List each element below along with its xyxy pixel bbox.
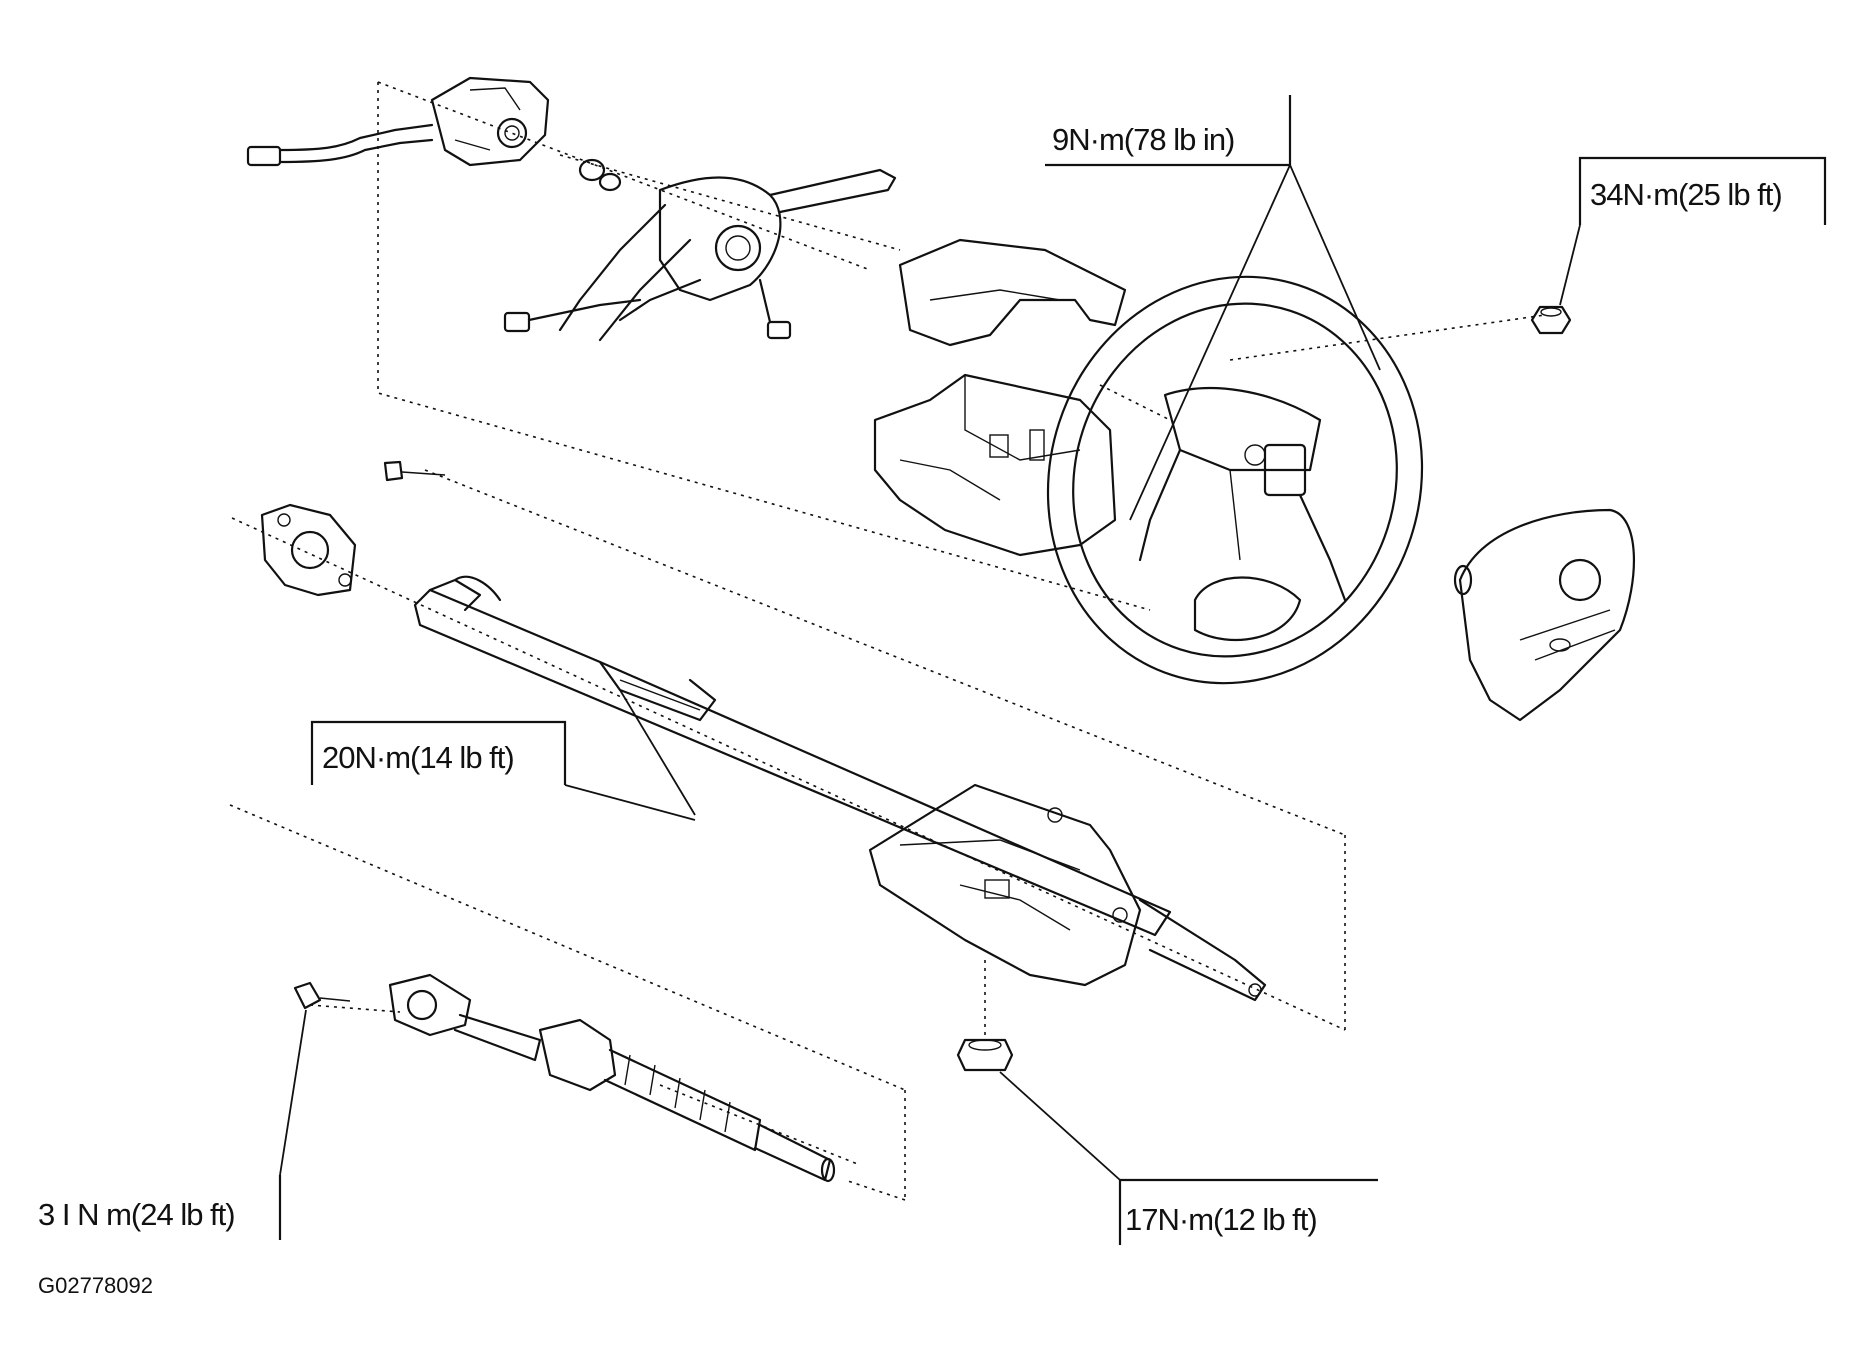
torque-label-column-bracket: 20N·m(14 lb ft) — [322, 740, 514, 775]
torque-labels: 9N·m(78 lb in) 34N·m(25 lb ft) 20N·m(14 … — [38, 122, 1783, 1298]
intermediate-shaft — [293, 973, 836, 1183]
column-flange-plate — [260, 460, 446, 597]
column-nut — [956, 1038, 1014, 1072]
torque-label-wheel-nut: 34N·m(25 lb ft) — [1590, 177, 1782, 212]
column-shroud — [873, 238, 1127, 557]
callout-lines — [278, 95, 1827, 1245]
combination-switch-assembly — [246, 76, 897, 342]
reference-lines — [229, 81, 1546, 1201]
wheel-nut — [1530, 305, 1572, 335]
figure-code: G02778092 — [38, 1273, 153, 1298]
airbag-module — [1453, 508, 1636, 722]
torque-label-shaft-bolt: 3 I N m(24 lb ft) — [38, 1197, 235, 1232]
torque-label-wheel-bolts: 9N·m(78 lb in) — [1052, 122, 1234, 157]
torque-label-column-nut: 17N·m(12 lb ft) — [1125, 1202, 1317, 1237]
steering-column — [413, 575, 1267, 1002]
steering-wheel — [1046, 275, 1424, 685]
